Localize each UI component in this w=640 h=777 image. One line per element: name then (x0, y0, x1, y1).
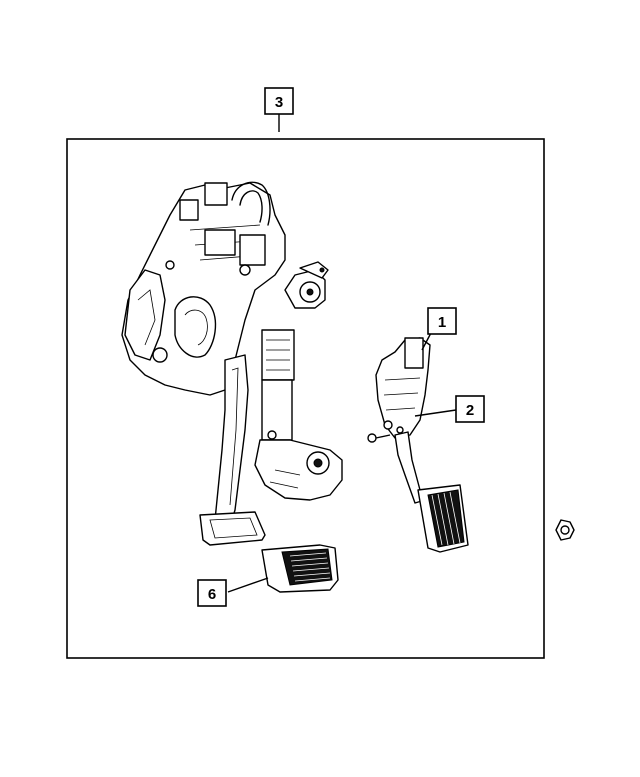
callout-2[interactable]: 2 (455, 395, 485, 423)
callout-2-leader (414, 409, 457, 417)
callout-3[interactable]: 3 (264, 87, 294, 115)
callout-6[interactable]: 6 (197, 579, 227, 607)
nut-icon[interactable] (555, 519, 575, 541)
callout-1-label: 1 (438, 314, 446, 331)
pedal-pad-icon[interactable] (261, 544, 339, 593)
callout-6-label: 6 (208, 586, 216, 603)
screw-icon[interactable] (367, 433, 391, 443)
assembly-frame (66, 138, 545, 659)
callout-6-leader (227, 577, 269, 593)
callout-3-label: 3 (275, 94, 283, 111)
callout-1[interactable]: 1 (427, 307, 457, 335)
brake-pedal-assembly-icon[interactable] (121, 181, 343, 546)
callout-2-label: 2 (466, 402, 474, 419)
accelerator-pedal-icon[interactable] (375, 337, 469, 553)
